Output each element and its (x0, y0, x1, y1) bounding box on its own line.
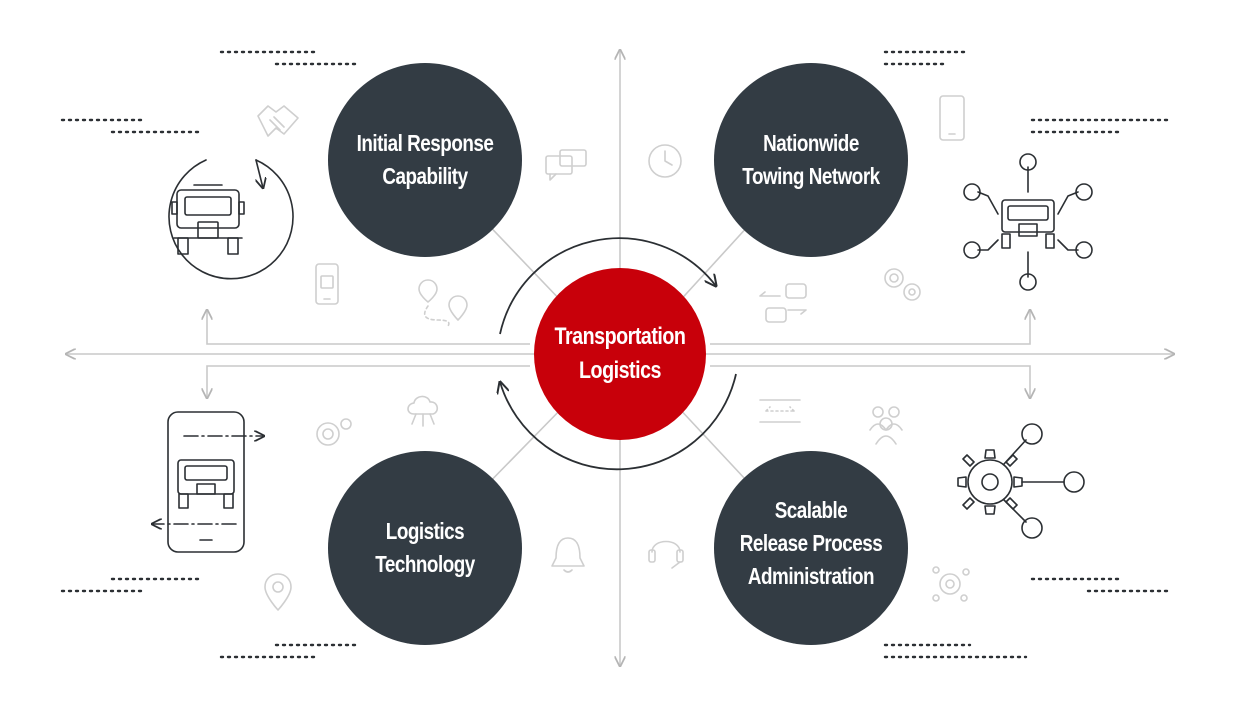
smartphone-icon (939, 95, 965, 141)
truck-network-icon (963, 153, 1093, 291)
flow-arc-bottom (500, 373, 737, 471)
truck-cycle-icon (168, 159, 294, 280)
chat-bubbles-icon (545, 149, 587, 181)
mobile-truck-icon (315, 263, 339, 305)
clock-icon (648, 144, 682, 178)
phone-truck-transfer-icon (152, 411, 264, 553)
branch-lower-right (710, 365, 1030, 398)
node-logistics-technology-circle (328, 451, 522, 645)
branch-upper-right (710, 310, 1030, 345)
outline-icons (152, 153, 1093, 553)
dotted-decorations (60, 50, 1174, 659)
branch-upper-left (207, 310, 530, 345)
cloud-network-icon (407, 395, 439, 427)
settings-gear-icon (316, 418, 352, 446)
ghost-icons (257, 95, 970, 611)
node-initial-response-circle (328, 63, 522, 257)
flow-arcs (499, 237, 737, 471)
route-pins-icon (418, 279, 468, 327)
headset-icon (648, 540, 684, 569)
handshake-icon (257, 105, 299, 137)
bell-icon (551, 537, 585, 573)
traffic-cars-icon (759, 283, 807, 323)
location-pin-icon (264, 573, 292, 611)
measure-icon (759, 399, 801, 423)
node-towing-network-circle (714, 63, 908, 257)
process-gears-icon (932, 566, 970, 602)
gear-network-icon (957, 423, 1085, 539)
team-icon (869, 406, 903, 445)
flow-arc-top (499, 237, 716, 335)
gears-icon (884, 268, 921, 301)
node-release-process-circle (714, 451, 908, 645)
center-node-circle (534, 268, 706, 440)
branch-lower-left (207, 365, 530, 398)
